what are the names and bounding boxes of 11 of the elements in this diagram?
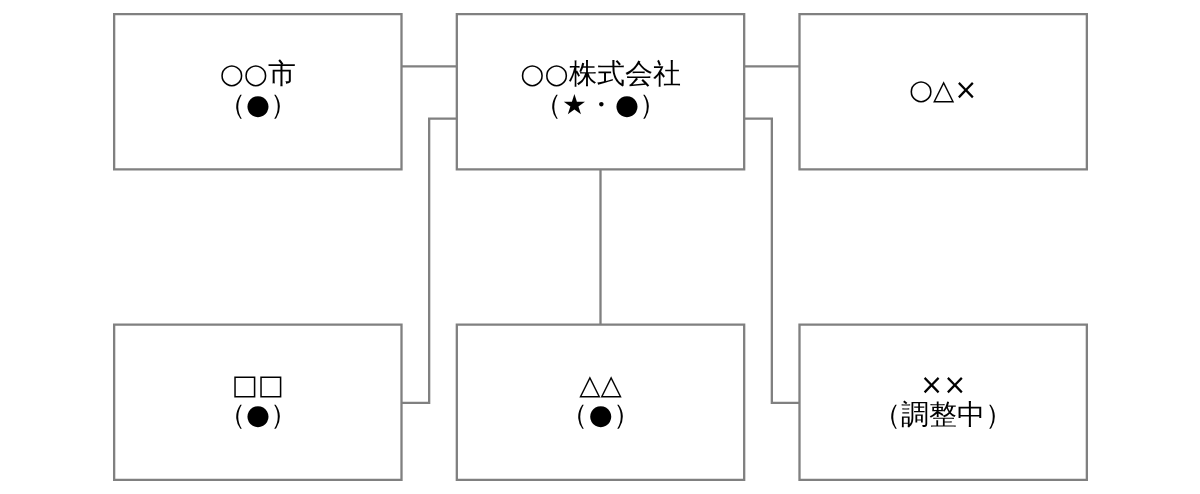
node-box: ○△×: [797, 13, 1088, 171]
connector: [401, 117, 457, 405]
node-box: □□ （●）: [112, 323, 403, 481]
node-box: △△ （●）: [455, 323, 745, 481]
node-box: ×× （調整中）: [797, 323, 1088, 481]
connector: [743, 65, 799, 68]
connector: [598, 169, 602, 325]
node-box: ○○株式会社 （★・●）: [455, 13, 745, 171]
connector: [401, 65, 456, 68]
node-box: ○○市 （●）: [112, 13, 403, 171]
connector: [743, 117, 799, 405]
